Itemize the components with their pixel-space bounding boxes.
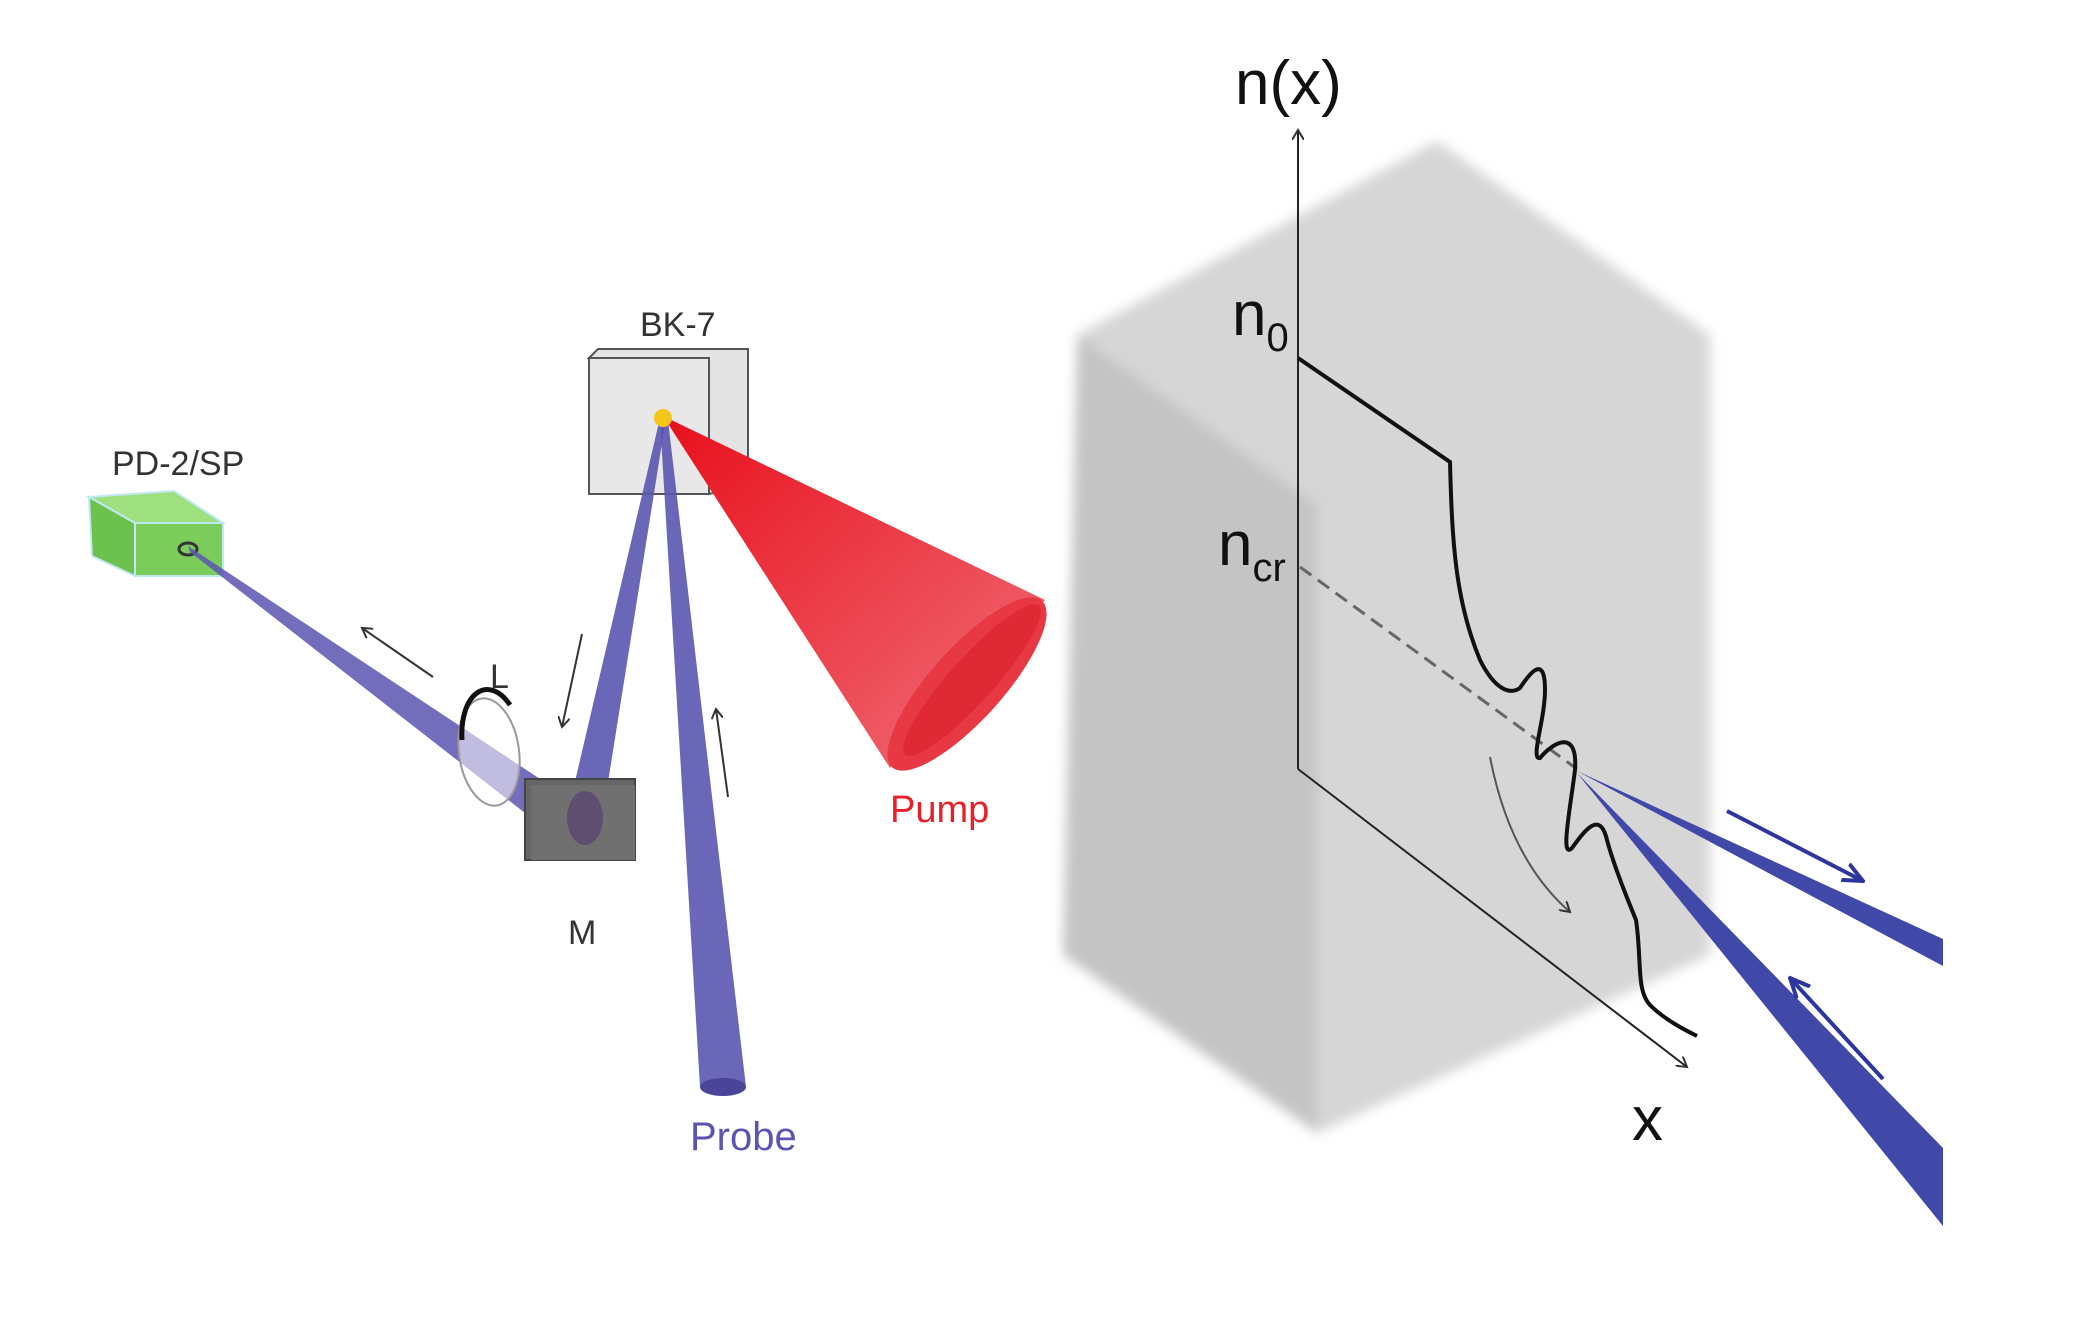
x-axis xyxy=(1297,768,1687,1067)
probe-beam xyxy=(660,420,746,1087)
probe-beam-end xyxy=(700,1078,746,1096)
sample-label: BK-7 xyxy=(640,306,716,344)
glass-block xyxy=(1063,141,1710,1133)
outgoing-arrow-icon xyxy=(1726,809,1863,881)
detector-box xyxy=(85,489,227,578)
curved-arrow-icon xyxy=(1489,756,1570,912)
index-profile-diagram: n(x) x n0 ncr xyxy=(1063,49,1943,1226)
y-axis-label: n(x) xyxy=(1235,49,1342,118)
index-profile-curve xyxy=(1296,356,1698,1038)
outgoing-beam xyxy=(1577,771,1943,966)
ncr-label: ncr xyxy=(1218,510,1286,590)
n0-label: n0 xyxy=(1232,280,1289,360)
mirror-label: M xyxy=(568,914,596,952)
mirror xyxy=(524,778,636,861)
arrow-probe-up-icon xyxy=(716,709,729,798)
detector-aperture-icon xyxy=(177,541,199,557)
incoming-arrow-icon xyxy=(1790,978,1885,1081)
detector-label: PD-2/SP xyxy=(112,445,244,483)
probe-label: Probe xyxy=(690,1115,797,1159)
reflected-beam xyxy=(566,418,666,820)
lens xyxy=(457,687,521,807)
lens-label: L xyxy=(490,658,509,696)
setup-schematic: BK-7 PD-2/SP L M Probe xyxy=(85,306,1047,1159)
critical-index-line xyxy=(1299,565,1578,771)
pump-cone xyxy=(663,416,1047,771)
x-axis-label: x xyxy=(1632,1085,1663,1154)
arrow-to-mirror-icon xyxy=(562,633,583,727)
focus-spot xyxy=(654,409,672,427)
incoming-beam xyxy=(1577,773,1943,1226)
arrow-to-detector-icon xyxy=(362,628,434,678)
pump-label: Pump xyxy=(890,789,989,831)
